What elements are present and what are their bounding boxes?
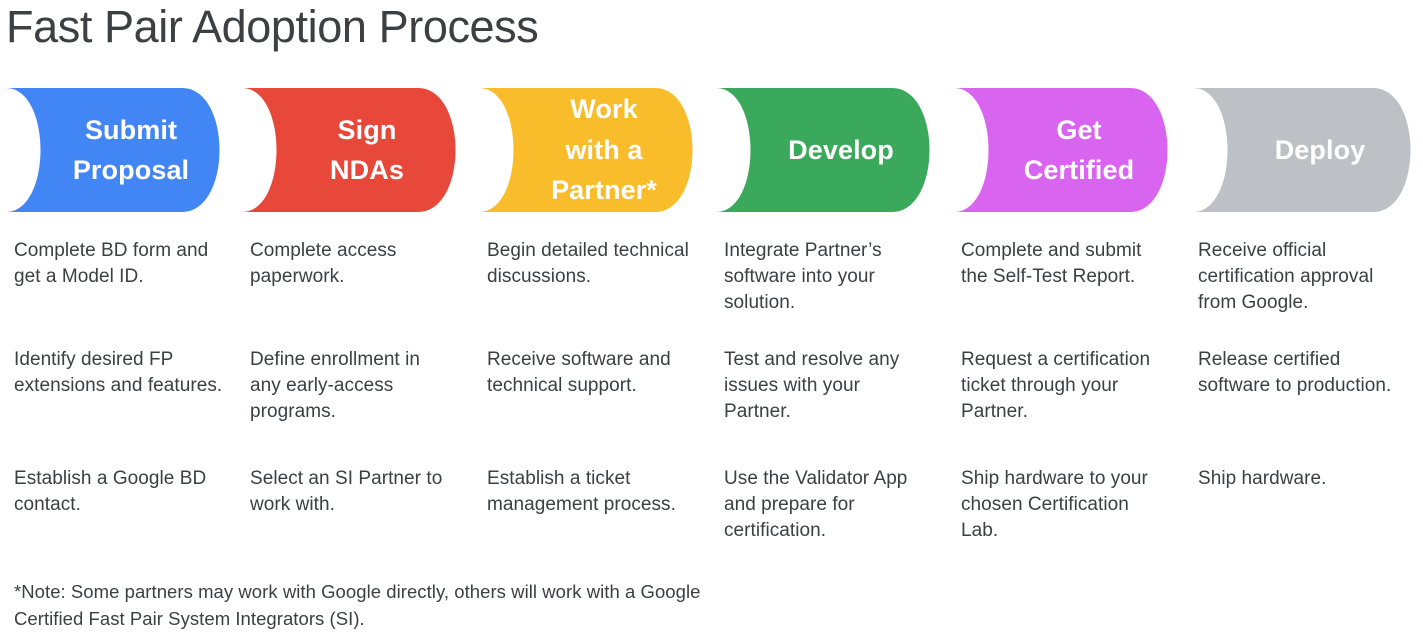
step-note: Receive official certification approval … — [1198, 240, 1374, 313]
step-note: Release certified software to production… — [1198, 349, 1392, 396]
step-note: Complete and submit the Self-Test Report… — [961, 240, 1142, 287]
process-step-notes: Complete BD form and get a Model ID. Iden… — [0, 238, 1423, 558]
step-note: Receive software and technical support. — [487, 349, 671, 396]
step-note: Request a certification ticket through y… — [961, 349, 1151, 422]
footnote: *Note: Some partners may work with Googl… — [14, 581, 701, 629]
step-note: Complete BD form and get a Model ID. — [14, 240, 209, 287]
page-title: Fast Pair Adoption Process — [6, 1, 539, 52]
process-step-banner-deploy[interactable]: Deploy — [1187, 88, 1423, 212]
chevron-shape-icon — [954, 88, 1168, 212]
chevron-shape-icon — [716, 88, 930, 212]
step-note: Integrate Partner’s software into your s… — [724, 240, 882, 313]
step-note: Use the Validator App and prepare for ce… — [724, 468, 908, 541]
step-note: Complete access paperwork. — [250, 240, 397, 287]
step-note: Ship hardware. — [1198, 468, 1327, 489]
step-note: Ship hardware to your chosen Certificati… — [961, 468, 1148, 541]
step-note: Define enrollment in any early-access pr… — [250, 349, 420, 422]
step-note: Establish a Google BD contact. — [14, 468, 207, 515]
chevron-shape-icon — [242, 88, 456, 212]
process-step-banner-develop[interactable]: Develop — [710, 88, 942, 212]
chevron-shape-icon — [1193, 88, 1411, 212]
chevron-shape-icon — [6, 88, 220, 212]
step-note: Select an SI Partner to work with. — [250, 468, 443, 515]
chevron-shape-icon — [479, 88, 693, 212]
step-note: Identify desired FP extensions and featu… — [14, 349, 223, 396]
step-note: Establish a ticket management process. — [487, 468, 676, 515]
step-note: Test and resolve any issues with your Pa… — [724, 349, 900, 422]
step-note: Begin detailed technical discussions. — [487, 240, 689, 287]
